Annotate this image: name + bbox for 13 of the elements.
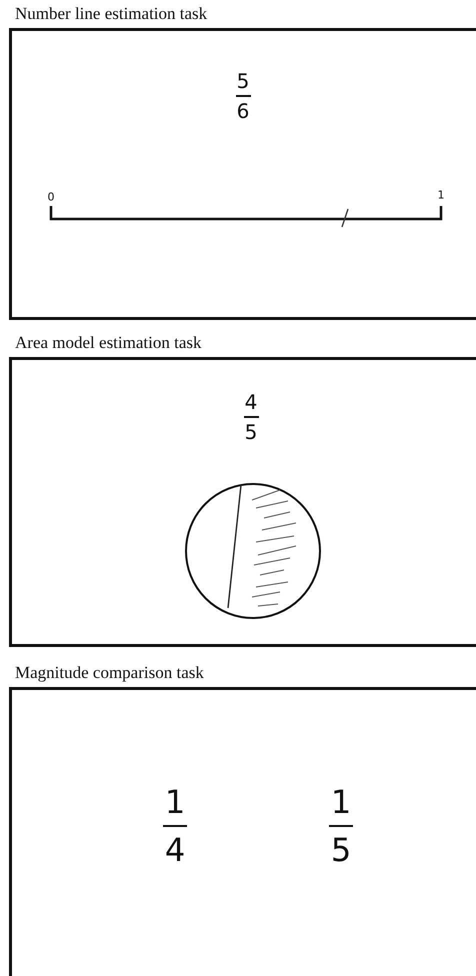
numerator: 4 xyxy=(244,392,258,412)
tick-label: 1 xyxy=(438,190,444,200)
numerator: 1 xyxy=(164,786,186,818)
numerator: 5 xyxy=(236,71,250,91)
denominator: 5 xyxy=(330,834,352,866)
panel-heading: Magnitude comparison task xyxy=(15,663,204,683)
tick-label: 0 xyxy=(48,192,54,202)
panel-heading: Area model estimation task xyxy=(15,333,202,353)
denominator: 5 xyxy=(244,422,258,442)
numerator: 1 xyxy=(330,786,352,818)
denominator: 4 xyxy=(164,834,186,866)
panel-heading: Number line estimation task xyxy=(15,4,208,24)
denominator: 6 xyxy=(236,101,250,121)
